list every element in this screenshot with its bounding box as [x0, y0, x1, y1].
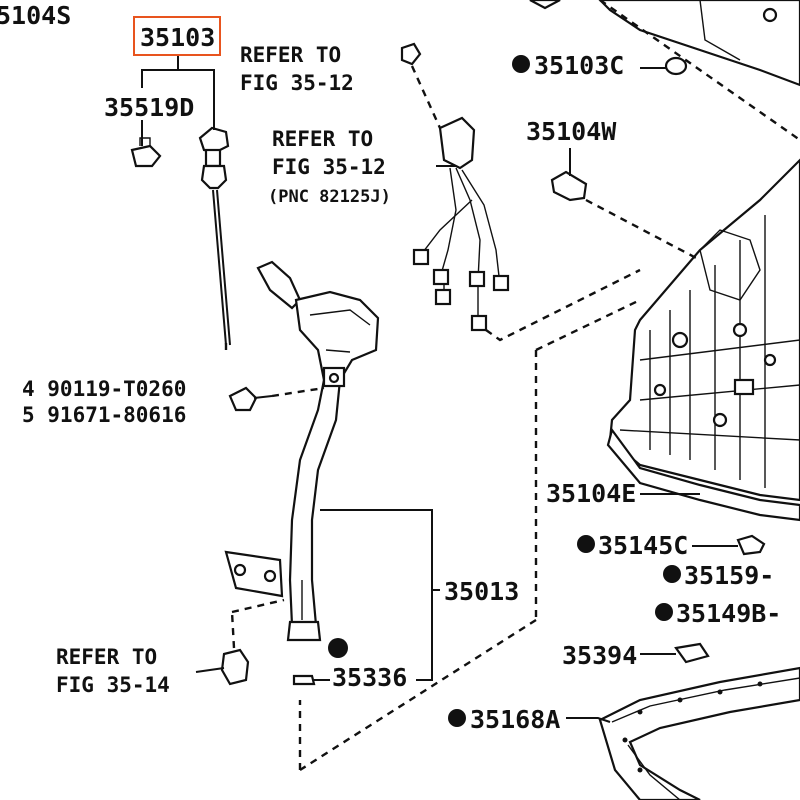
- label-part-35104e[interactable]: 35104E: [546, 479, 636, 508]
- label-refer-c-line2[interactable]: FIG 35-14: [56, 673, 170, 697]
- label-part-35159[interactable]: 35159-: [684, 561, 774, 590]
- group-boundary-lines: [224, 298, 641, 772]
- label-part-35103[interactable]: 35103: [140, 23, 215, 52]
- label-part-35149b[interactable]: 35149B-: [676, 599, 781, 628]
- label-refer-a-line2[interactable]: FIG 35-12: [240, 71, 354, 95]
- o-ring-35336-drawing: [292, 638, 348, 686]
- bullet-dots: [448, 55, 681, 727]
- label-part-35013[interactable]: 35013: [444, 577, 519, 606]
- label-part-35168a[interactable]: 35168A: [470, 705, 560, 734]
- dipstick-drawing: [198, 126, 231, 346]
- washer-35103c-drawing: [664, 56, 688, 76]
- block-35394-drawing: [674, 642, 710, 664]
- label-part-35104w[interactable]: 35104W: [526, 117, 617, 146]
- label-part-35394[interactable]: 35394: [562, 641, 637, 670]
- label-part-35145c[interactable]: 35145C: [598, 531, 688, 560]
- label-bolt-line1[interactable]: 4 90119-T0260: [22, 377, 186, 401]
- label-part-35103c[interactable]: 35103C: [534, 51, 624, 80]
- pin-35104w-drawing: [550, 170, 701, 262]
- bolt-drawing: [228, 386, 325, 412]
- label-bolt-line2[interactable]: 5 91671-80616: [22, 403, 186, 427]
- nut-35145c-drawing: [736, 534, 766, 556]
- transmission-case-drawing: [529, 0, 800, 522]
- label-refer-b-line2[interactable]: FIG 35-12: [272, 155, 386, 179]
- highlight-box: [133, 16, 221, 56]
- oil-pan-drawing: [598, 0, 800, 800]
- label-part-35519d[interactable]: 35519D: [104, 93, 194, 122]
- leader-lines: [141, 54, 738, 723]
- clip-35519d-drawing: [130, 137, 162, 168]
- label-top-left-partial[interactable]: 5104S: [0, 1, 71, 30]
- label-part-35336[interactable]: 35336: [332, 663, 407, 692]
- label-refer-c-line1[interactable]: REFER TO: [56, 645, 157, 669]
- label-refer-a-line1[interactable]: REFER TO: [240, 43, 341, 67]
- refer-35-14-bracket-drawing: [220, 598, 285, 686]
- filler-tube-drawing: [224, 260, 380, 642]
- wire-harness-drawing: [400, 42, 641, 342]
- label-refer-b-line3[interactable]: (PNC 82125J): [268, 187, 391, 207]
- label-refer-b-line1[interactable]: REFER TO: [272, 127, 373, 151]
